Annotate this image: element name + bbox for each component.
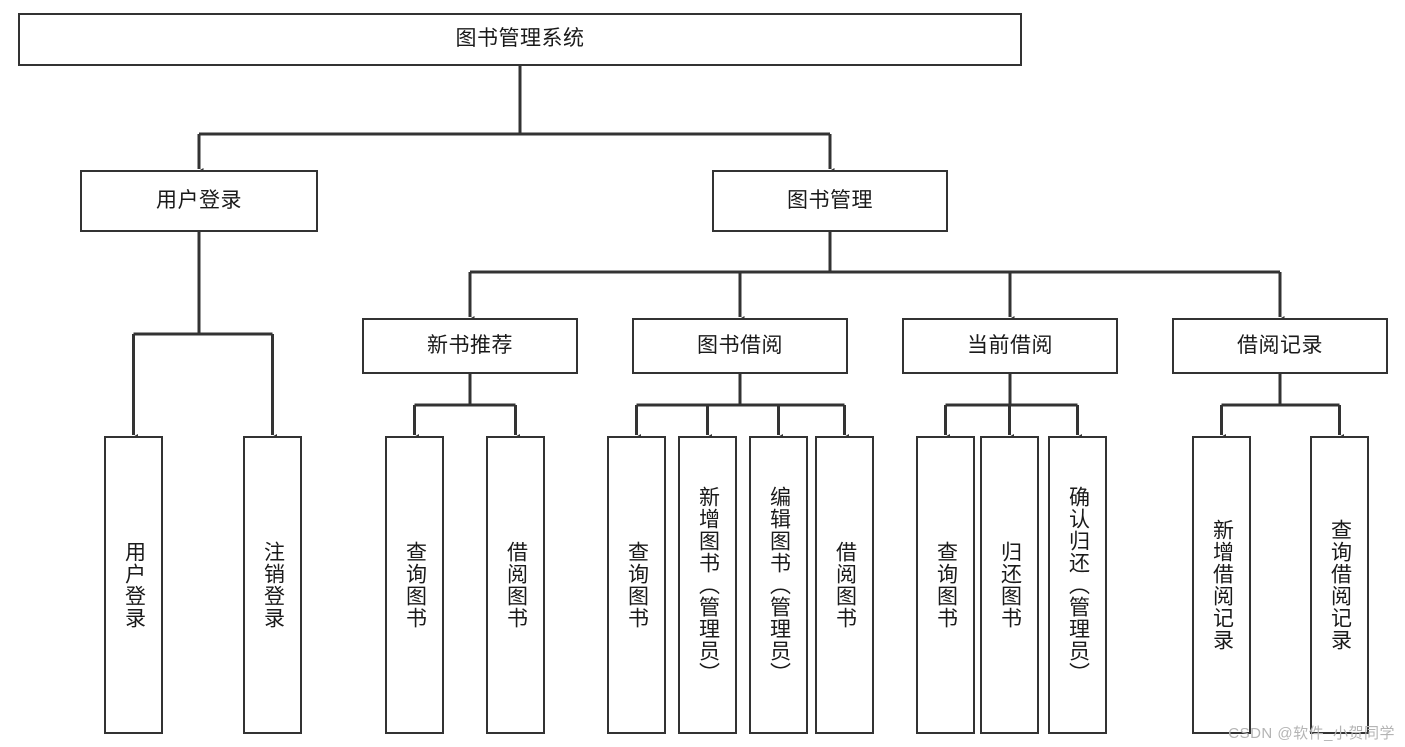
node-label: 归还图书 [998, 541, 1022, 629]
node-leaf-user-login[interactable]: 用户登录 [104, 436, 163, 734]
node-label: 当前借阅 [967, 333, 1053, 357]
node-label: 图书管理系统 [455, 27, 585, 51]
node-leaf-bb-query[interactable]: 查询图书 [607, 436, 666, 734]
node-leaf-bb-edit[interactable]: 编辑图书（管理员） [749, 436, 808, 734]
node-leaf-rec-borrow[interactable]: 借阅图书 [486, 436, 545, 734]
node-current-borrow[interactable]: 当前借阅 [902, 318, 1118, 374]
node-label: 注销登录 [261, 541, 285, 629]
node-label: 查询借阅记录 [1328, 519, 1352, 651]
node-label: 查询图书 [934, 541, 958, 629]
node-book-borrow[interactable]: 图书借阅 [632, 318, 848, 374]
node-label: 借阅图书 [833, 541, 857, 629]
node-leaf-br-add[interactable]: 新增借阅记录 [1192, 436, 1251, 734]
node-label: 用户登录 [122, 541, 146, 629]
node-label: 确认归还（管理员） [1066, 486, 1090, 684]
node-label: 编辑图书（管理员） [767, 486, 791, 684]
node-book-manage[interactable]: 图书管理 [712, 170, 948, 232]
node-label: 借阅图书 [504, 541, 528, 629]
node-label: 图书管理 [787, 188, 873, 212]
node-leaf-cb-query[interactable]: 查询图书 [916, 436, 975, 734]
node-label: 新增图书（管理员） [696, 486, 720, 684]
csdn-watermark: CSDN @软件_小贺同学 [1228, 725, 1395, 742]
node-user-login[interactable]: 用户登录 [80, 170, 318, 232]
node-leaf-bb-add[interactable]: 新增图书（管理员） [678, 436, 737, 734]
node-label: 借阅记录 [1237, 333, 1323, 357]
node-root[interactable]: 图书管理系统 [18, 13, 1022, 66]
node-leaf-br-query[interactable]: 查询借阅记录 [1310, 436, 1369, 734]
node-label: 图书借阅 [697, 333, 783, 357]
node-label: 用户登录 [156, 188, 242, 212]
node-leaf-cb-confirm[interactable]: 确认归还（管理员） [1048, 436, 1107, 734]
node-new-book-rec[interactable]: 新书推荐 [362, 318, 578, 374]
node-borrow-record[interactable]: 借阅记录 [1172, 318, 1388, 374]
node-leaf-logout[interactable]: 注销登录 [243, 436, 302, 734]
node-leaf-cb-return[interactable]: 归还图书 [980, 436, 1039, 734]
edge-paths [129, 66, 1344, 444]
node-label: 查询图书 [403, 541, 427, 629]
node-label: 新增借阅记录 [1210, 519, 1234, 651]
node-label: 查询图书 [625, 541, 649, 629]
node-leaf-bb-borrow[interactable]: 借阅图书 [815, 436, 874, 734]
node-label: 新书推荐 [427, 333, 513, 357]
node-leaf-rec-query[interactable]: 查询图书 [385, 436, 444, 734]
